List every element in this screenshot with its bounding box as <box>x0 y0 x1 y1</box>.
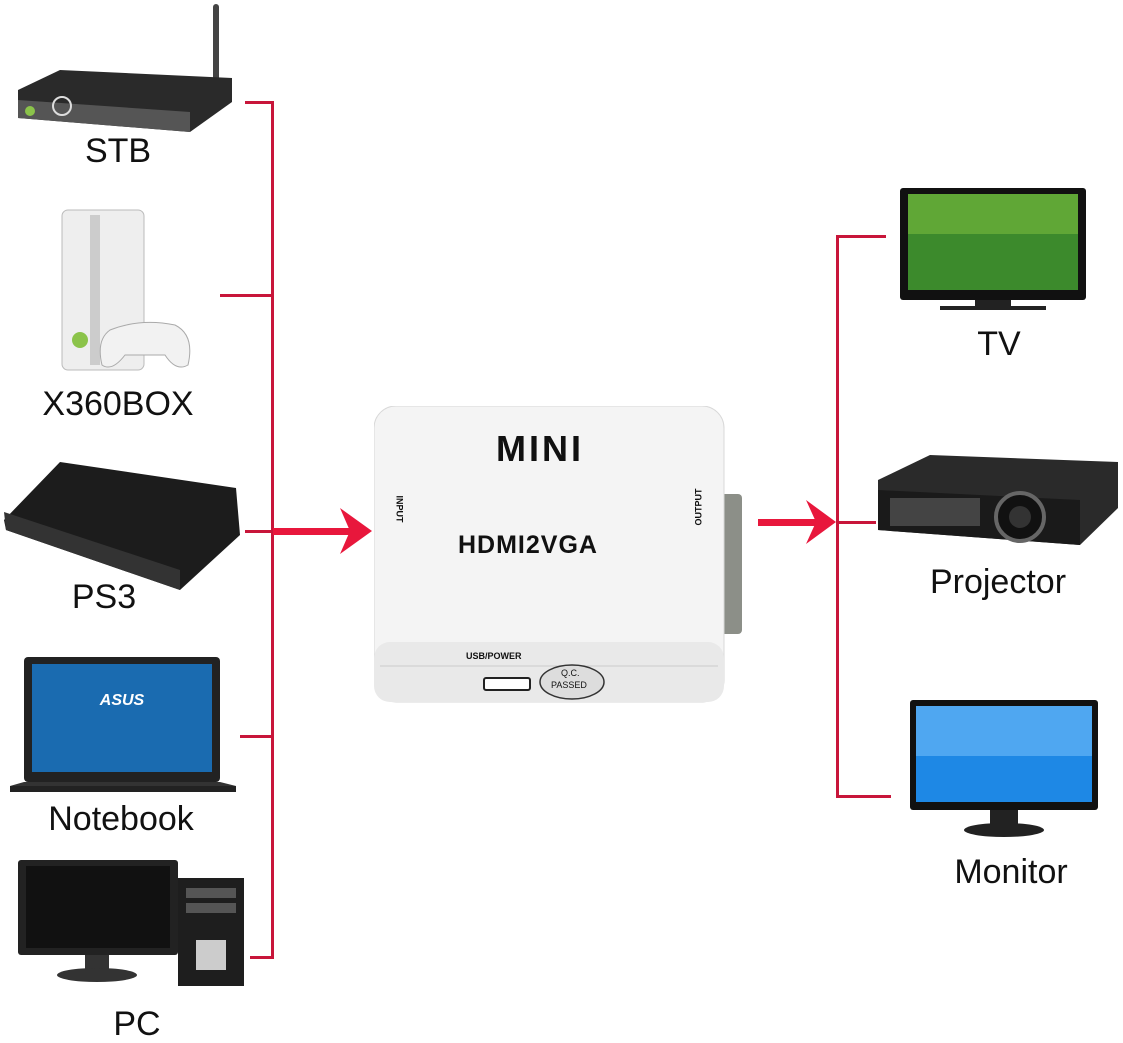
adapter-body <box>374 406 742 703</box>
stb-connector-line <box>245 101 273 104</box>
tv-icon <box>900 188 1086 310</box>
monitor-icon <box>910 700 1098 837</box>
projector-connector-line <box>836 521 876 524</box>
source-label-stb: STB <box>84 132 152 170</box>
source-label-x360box: X360BOX <box>42 385 194 423</box>
output-arrow-icon <box>758 500 836 544</box>
source-label-pc: PC <box>113 1005 161 1043</box>
adapter-input-text: INPUT <box>394 495 405 523</box>
tv-connector-line <box>836 235 886 238</box>
qc-passed-sticker-line1: Q.C. <box>561 668 580 678</box>
output-label-monitor: Monitor <box>954 853 1068 891</box>
set-top-box-icon <box>18 4 232 132</box>
pc-connector-line <box>250 956 273 959</box>
output-label-projector: Projector <box>929 563 1067 601</box>
input-arrow-icon <box>273 508 372 554</box>
adapter-output-text: OUTPUT <box>693 488 704 526</box>
svg-text:ASUS: ASUS <box>99 692 145 709</box>
adapter-brand-text: MINI <box>496 428 584 469</box>
adapter-usb-power-text: USB/POWER <box>466 651 522 661</box>
monitor-connector-line <box>836 795 891 798</box>
hdmi2vga-adapter: MINI HDMI2VGA INPUT OUTPUT USB/POWER Q.C… <box>374 406 742 704</box>
source-label-notebook: Notebook <box>48 800 194 838</box>
notebook-connector-line <box>240 735 273 738</box>
output-bus-line <box>836 235 839 798</box>
ps3-connector-line <box>245 530 273 533</box>
ps3-console-icon <box>4 462 240 590</box>
output-label-tv: TV <box>977 325 1021 363</box>
desktop-pc-icon <box>18 860 244 986</box>
qc-passed-sticker-line2: PASSED <box>551 680 587 690</box>
game-console-icon <box>61 209 191 371</box>
source-label-ps3: PS3 <box>71 578 137 616</box>
laptop-icon: ASUS <box>10 657 236 792</box>
x360-connector-line <box>220 294 273 297</box>
projector-icon <box>878 455 1118 545</box>
adapter-model-text: HDMI2VGA <box>458 531 598 559</box>
